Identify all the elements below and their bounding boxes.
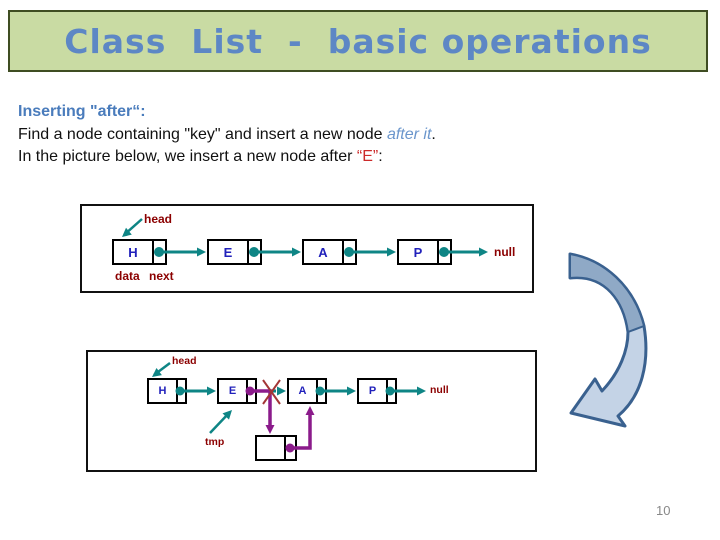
diagram-before-frame: head H E A P data next null [80,204,534,293]
node-next-cell [178,380,185,402]
new-node [255,435,297,461]
intro-line2-suffix: . [431,125,436,143]
arrowhead-icon [305,406,315,415]
node-H: H [112,239,167,265]
arrowhead-icon [265,425,275,434]
intro-heading: Inserting "after“: [18,103,146,120]
curved-arrow-shade [569,253,645,333]
arrowhead-icon [292,247,301,257]
head-label: head [144,212,173,226]
node-next-cell [344,241,355,263]
node-data-cell: P [399,241,439,263]
intro-line3-prefix: In the picture below, we insert a new no… [18,148,357,165]
node-E: E [207,239,262,265]
node-P: P [357,378,397,404]
intro-line3: In the picture below, we insert a new no… [18,146,436,169]
node-data-cell: A [289,380,318,402]
null-label: null [430,384,449,396]
node-next-cell [249,241,260,263]
node-data-cell: E [209,241,249,263]
node-data-cell: P [359,380,388,402]
node-H: H [147,378,187,404]
page-number: 10 [656,503,671,518]
diagram-after-frame: head H E A P tmp null [86,350,537,472]
intro-line3-highlight: “E” [356,148,379,165]
node-next-cell [439,241,450,263]
next-label: next [149,269,174,283]
arrowhead-icon [347,386,356,396]
head-label: head [172,355,197,367]
data-label: data [115,269,140,283]
node-next-cell [388,380,395,402]
intro-line2: Find a node containing "key" and insert … [18,124,436,147]
node-E: E [217,378,257,404]
node-data-cell [257,437,286,459]
arrowhead-icon [277,386,286,396]
intro-line2-prefix: Find a node containing "key" and insert … [18,125,387,143]
tmp-arrowhead-icon [222,410,232,420]
node-data-cell: H [114,241,154,263]
intro-line3-suffix: : [378,148,383,165]
node-next-cell [286,437,295,459]
cross-out-icon [262,379,281,405]
curved-arrow-icon [568,252,648,428]
arrowhead-icon [417,386,426,396]
node-next-cell [154,241,165,263]
page-title: Class List - basic operations [64,21,652,61]
arrowhead-icon [479,247,488,257]
tmp-arrow [209,412,230,434]
head-arrow [123,218,143,236]
node-next-cell [248,380,255,402]
tmp-label: tmp [205,436,225,448]
node-A: A [287,378,327,404]
node-data-cell: E [219,380,248,402]
node-A: A [302,239,357,265]
intro-line2-italic: after it [386,125,432,143]
head-arrow [153,362,171,376]
node-P: P [397,239,452,265]
node-data-cell: H [149,380,178,402]
arrowhead-icon [197,247,206,257]
node-data-cell: A [304,241,344,263]
arrowhead-icon [207,386,216,396]
title-bar: Class List - basic operations [8,10,708,72]
node-next-cell [318,380,325,402]
arrowhead-icon [387,247,396,257]
null-label: null [494,245,516,259]
diagram-after-arrows [152,362,426,453]
intro-text: Inserting "after“: Find a node containin… [18,101,436,169]
cross-out-icon [262,379,281,405]
